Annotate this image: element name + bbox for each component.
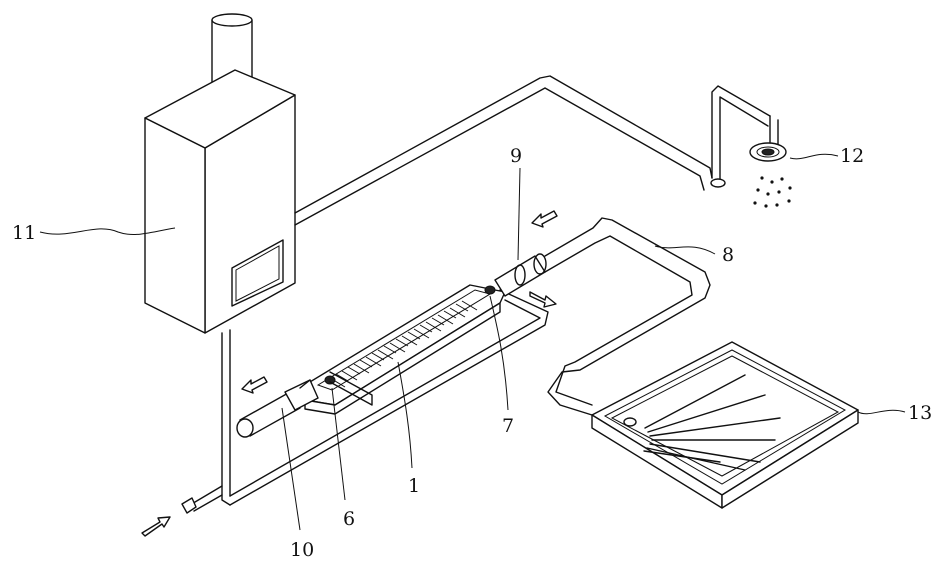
hot-water-pipe xyxy=(294,75,779,226)
label-water-heater: 11 xyxy=(12,222,36,244)
label-port-left: 6 xyxy=(343,508,355,530)
water-spray xyxy=(753,176,792,208)
label-drain-pipe: 8 xyxy=(722,244,734,266)
label-shower-tray: 13 xyxy=(908,402,932,424)
cold-water-pipe xyxy=(181,289,549,514)
inlet-fitting xyxy=(494,253,547,297)
label-port-right: 7 xyxy=(502,415,514,437)
flow-arrow-drain-out xyxy=(529,291,557,308)
label-inlet-fitting: 9 xyxy=(510,145,522,167)
flow-arrow-drain-in xyxy=(531,210,558,228)
outlet-fitting xyxy=(236,379,319,438)
shower-head xyxy=(749,142,787,162)
connector-pipe-left xyxy=(329,371,373,406)
flow-arrow-outlet xyxy=(241,376,268,394)
label-shower-head: 12 xyxy=(840,145,864,167)
flow-arrow-inlet xyxy=(141,516,171,537)
water-heater xyxy=(144,13,296,334)
drain-pipe xyxy=(544,217,711,416)
heat-exchanger xyxy=(299,284,506,415)
leader-lines xyxy=(39,153,906,531)
label-outlet-fitting: 10 xyxy=(290,539,314,561)
label-heat-exchanger: 1 xyxy=(408,475,420,497)
shower-tray xyxy=(591,341,859,509)
